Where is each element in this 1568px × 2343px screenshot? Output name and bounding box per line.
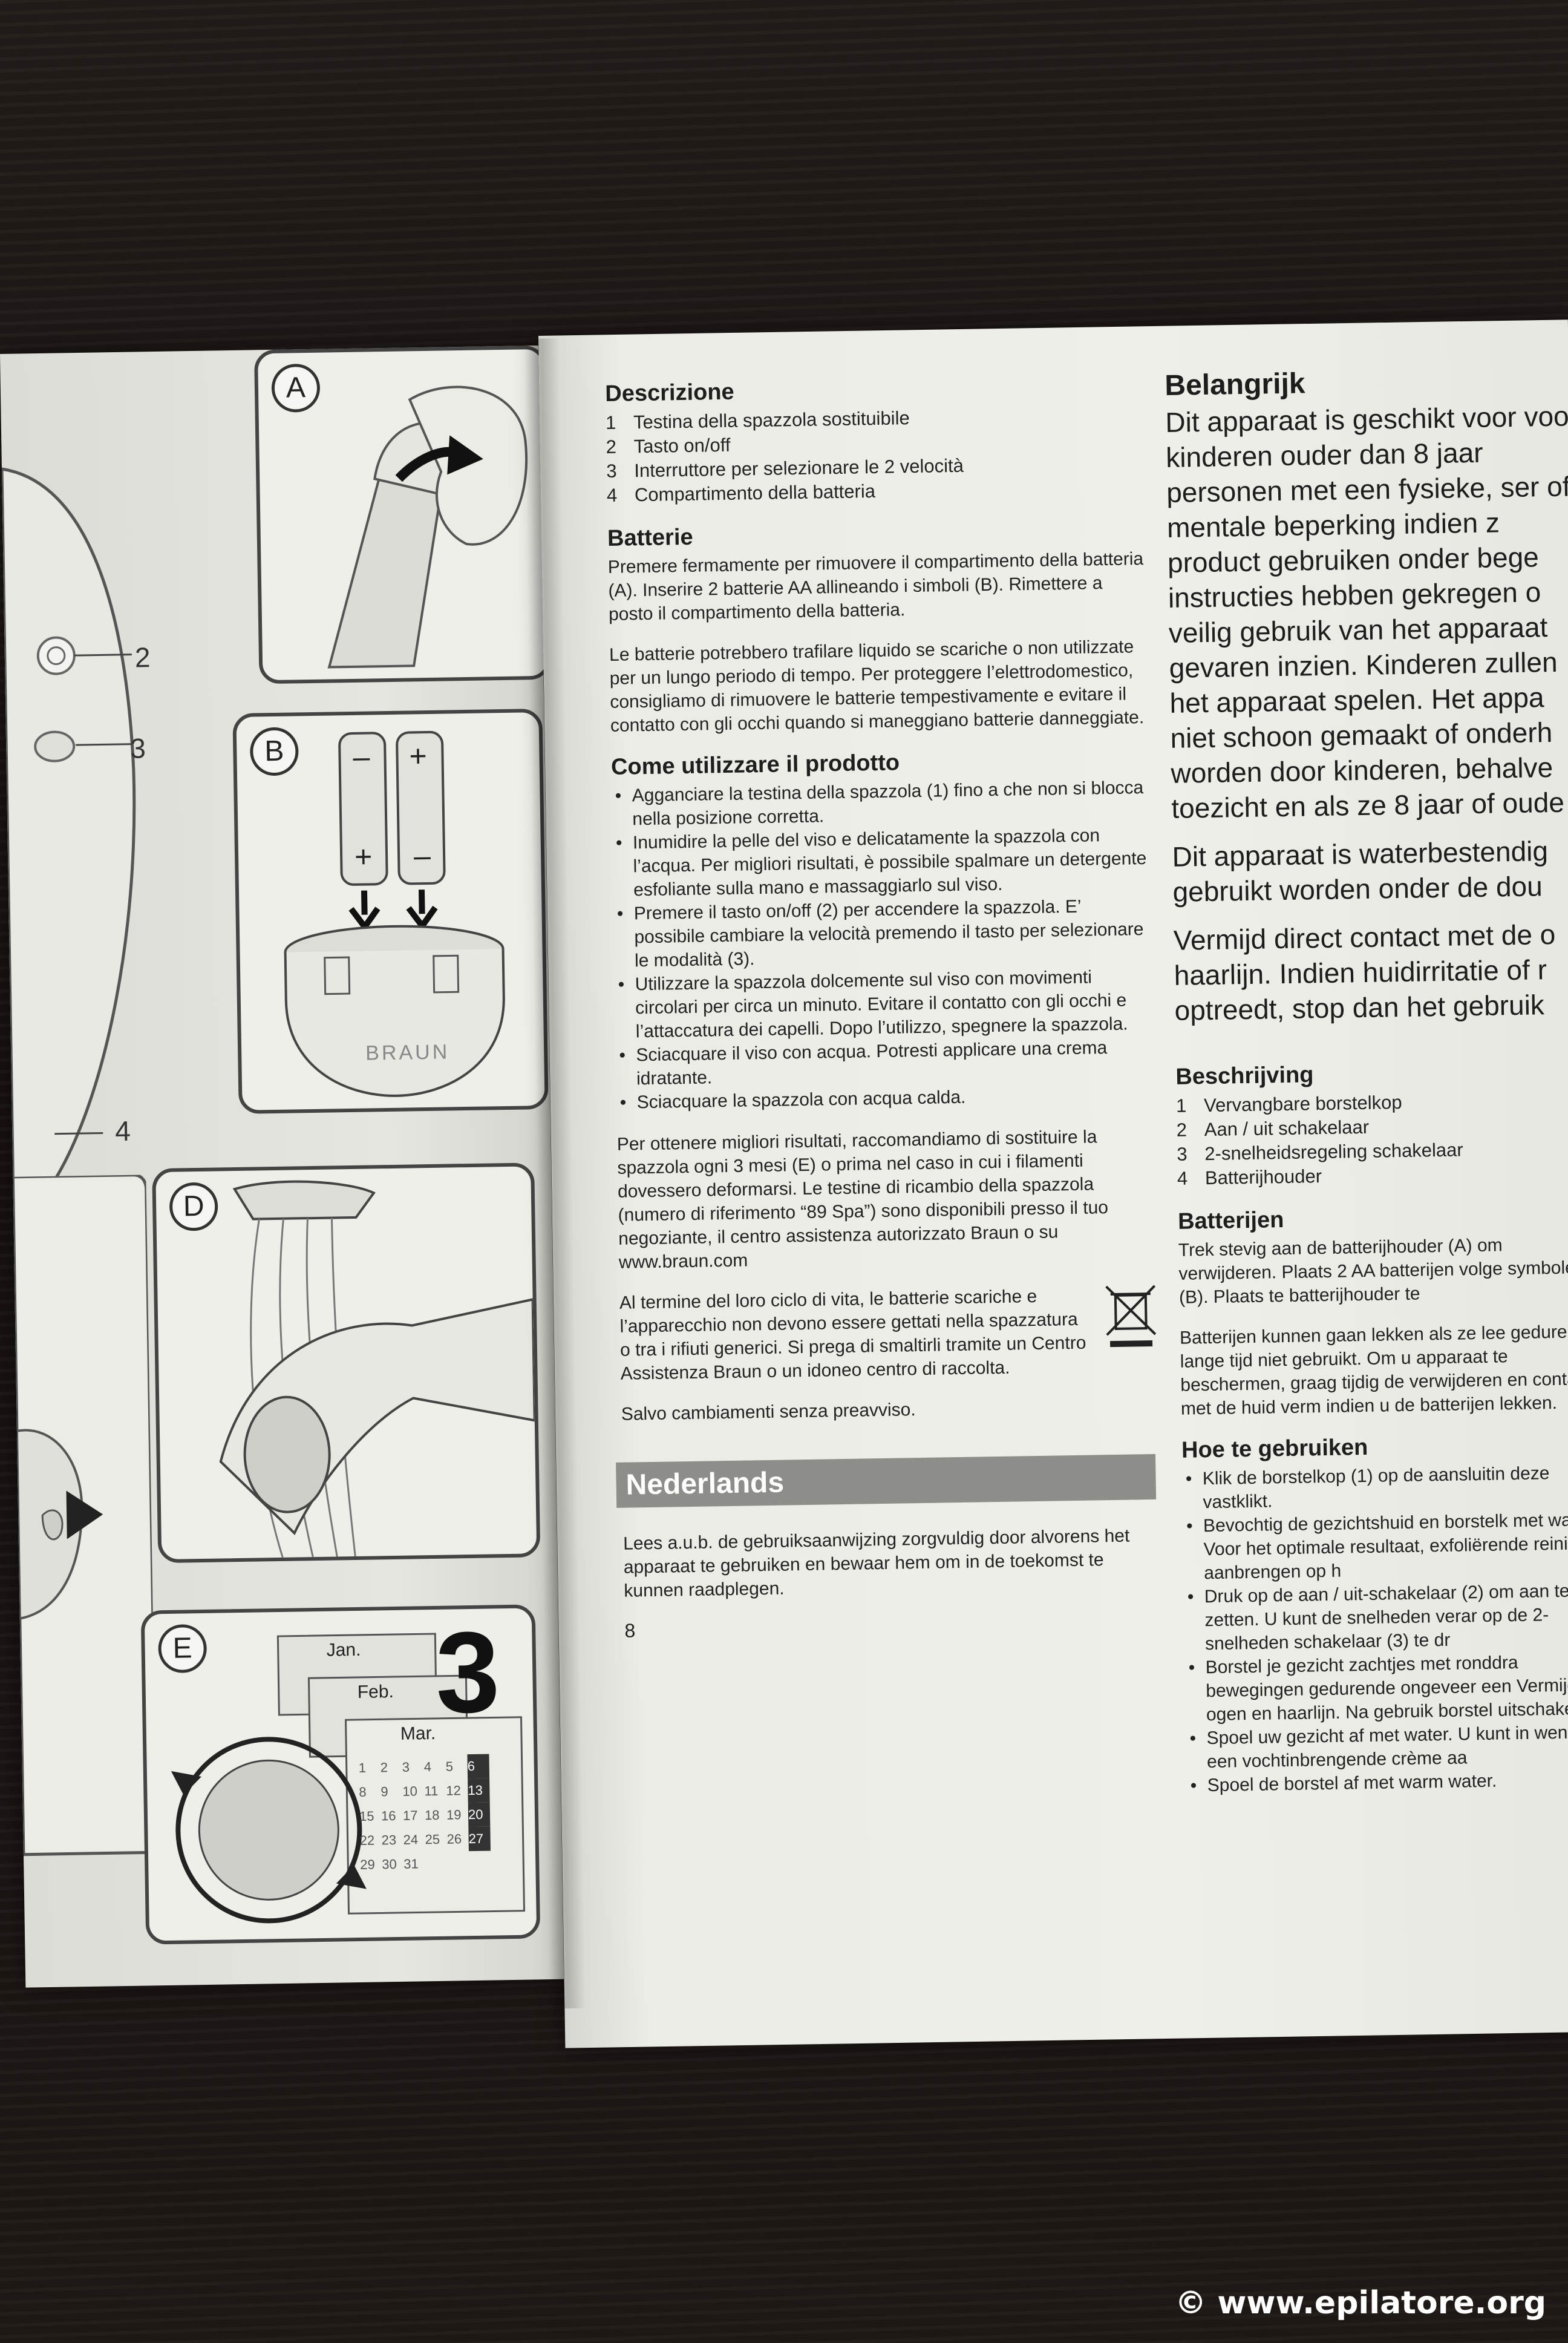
battery-insertion-illustration — [284, 730, 505, 1097]
nederlands-intro: Lees a.u.b. de gebruiksaanwijzing zorgvu… — [622, 1525, 1130, 1601]
uso-heading: Come utilizzare il prodotto — [610, 750, 900, 780]
brand-logo: BRAUN — [365, 1040, 450, 1065]
calendar-cell: 3 — [402, 1759, 410, 1775]
calendar-cell: 5 — [445, 1758, 454, 1774]
watermark: © www.epilatore.org — [1175, 2285, 1546, 2321]
calendar-cell: 24 — [403, 1832, 419, 1847]
month-feb: Feb. — [357, 1682, 394, 1702]
calendar-cell: 9 — [381, 1784, 388, 1800]
calendar-cell: 12 — [446, 1783, 462, 1798]
calendar-cell: 8 — [359, 1784, 367, 1800]
battery-removal-illustration — [327, 385, 528, 669]
panel-a: A — [253, 345, 551, 684]
batterijen-heading: Batterijen — [1177, 1207, 1284, 1234]
batterijen-paragraph-1: Trek stevig aan de batterijhouder (A) om… — [1178, 1235, 1568, 1308]
calendar-cell: 15 — [359, 1808, 374, 1824]
left-page: 2 3 4 A B – + + — [0, 345, 564, 1988]
calendar-cell: 31 — [403, 1856, 419, 1872]
battery-plus-2: + — [409, 739, 428, 773]
calendar-cell: 25 — [425, 1831, 440, 1847]
batterijen-paragraph-2: Batterijen kunnen gaan lekken als ze lee… — [1179, 1321, 1568, 1419]
calendar-cell: 2 — [380, 1760, 388, 1775]
uso-list: Agganciare la testina della spazzola (1)… — [611, 776, 1154, 1115]
dutch-column: Belangrijk Dit apparaat is geschikt voor… — [1165, 362, 1568, 1816]
calendar-cell: 19 — [446, 1807, 462, 1823]
callout-2: 2 — [134, 641, 151, 673]
uso-paragraph-2: Al termine del loro ciclo di vita, le ba… — [619, 1286, 1086, 1384]
nederlands-section-bar: Nederlands — [616, 1453, 1157, 1508]
calendar-cell: 26 — [446, 1831, 462, 1847]
belangrijk-paragraph-3: Vermijd direct contact met de o haarlijn… — [1173, 918, 1556, 1026]
list-item: Utilizzare la spazzola dolcemente sul vi… — [614, 965, 1154, 1044]
list-item: Inumidire la pelle del viso e delicatame… — [612, 823, 1152, 902]
rinse-illustration — [219, 1180, 536, 1558]
batterie-paragraph-2: Le batterie potrebbero trafilare liquido… — [609, 637, 1145, 736]
callout-3: 3 — [129, 732, 146, 764]
calendar-cell: 17 — [402, 1807, 418, 1823]
calendar-cell: 16 — [381, 1808, 396, 1824]
battery-minus-2: – — [413, 838, 431, 873]
beschrijving-heading: Beschrijving — [1175, 1062, 1314, 1090]
battery-plus-1: + — [354, 839, 373, 874]
calendar-row-1: 1 — [358, 1760, 367, 1775]
calendar-cell: 13 — [468, 1778, 490, 1803]
list-item: Bevochtig de gezichtshuid en borstelk me… — [1183, 1508, 1568, 1585]
list-item: Borstel je gezicht zachtjes met ronddra … — [1184, 1650, 1568, 1727]
uso-paragraph-1: Per ottenere migliori risultati, raccoma… — [616, 1127, 1109, 1273]
belangrijk-paragraph-1: Dit apparaat is geschikt voor voor kinde… — [1165, 400, 1568, 824]
calendar-cell: 18 — [424, 1807, 440, 1823]
calendar-cell: 27 — [468, 1826, 491, 1852]
battery-minus-1: – — [353, 739, 370, 774]
list-item: Druk op de aan / uit-schakelaar (2) om a… — [1184, 1579, 1568, 1656]
belangrijk-heading: Belangrijk — [1165, 367, 1305, 402]
month-jan: Jan. — [326, 1639, 361, 1660]
calendar-cell: 11 — [424, 1783, 439, 1799]
calendar-cell: 4 — [423, 1759, 432, 1775]
list-item: Premere il tasto on/off (2) per accender… — [613, 894, 1153, 973]
batterie-paragraph-1: Premere fermamente per rimuovere il comp… — [607, 549, 1144, 624]
calendar-cell: 29 — [360, 1856, 375, 1872]
calendar-cell: 23 — [381, 1832, 397, 1848]
gebruiken-list: Klik de borstelkop (1) op de aansluitin … — [1182, 1461, 1568, 1798]
calendar-cell: 10 — [402, 1783, 418, 1799]
calendar-cell: 6 — [467, 1754, 490, 1779]
list-item: Spoel uw gezicht af met water. U kunt in… — [1186, 1720, 1568, 1774]
batterie-heading: Batterie — [607, 524, 693, 551]
disposal-row: Al termine del loro ciclo di vita, le ba… — [619, 1283, 1160, 1403]
callout-4: 4 — [114, 1115, 131, 1147]
device-face-illustration — [13, 1175, 157, 1856]
calendar-cell: 22 — [359, 1832, 375, 1848]
belangrijk-paragraph-2: Dit apparaat is waterbestendig gebruikt … — [1172, 835, 1549, 908]
calendar-cell: 30 — [382, 1856, 397, 1872]
list-item: Agganciare la testina della spazzola (1)… — [611, 776, 1150, 831]
list-item: Klik de borstelkop (1) op de aansluitin … — [1182, 1461, 1568, 1515]
list-item: Sciacquare il viso con acqua. Potresti a… — [615, 1035, 1154, 1091]
replace-months-number: 3 — [434, 1608, 501, 1737]
month-mar: Mar. — [400, 1723, 436, 1744]
panel-b: B – + + – BRAUN — [232, 708, 549, 1114]
panel-d: D — [152, 1162, 541, 1564]
calendar-cell: 20 — [468, 1802, 491, 1827]
device-illustration — [1, 467, 136, 1204]
crossed-bin-icon — [1105, 1285, 1157, 1348]
gebruiken-heading: Hoe te gebruiken — [1181, 1434, 1368, 1463]
